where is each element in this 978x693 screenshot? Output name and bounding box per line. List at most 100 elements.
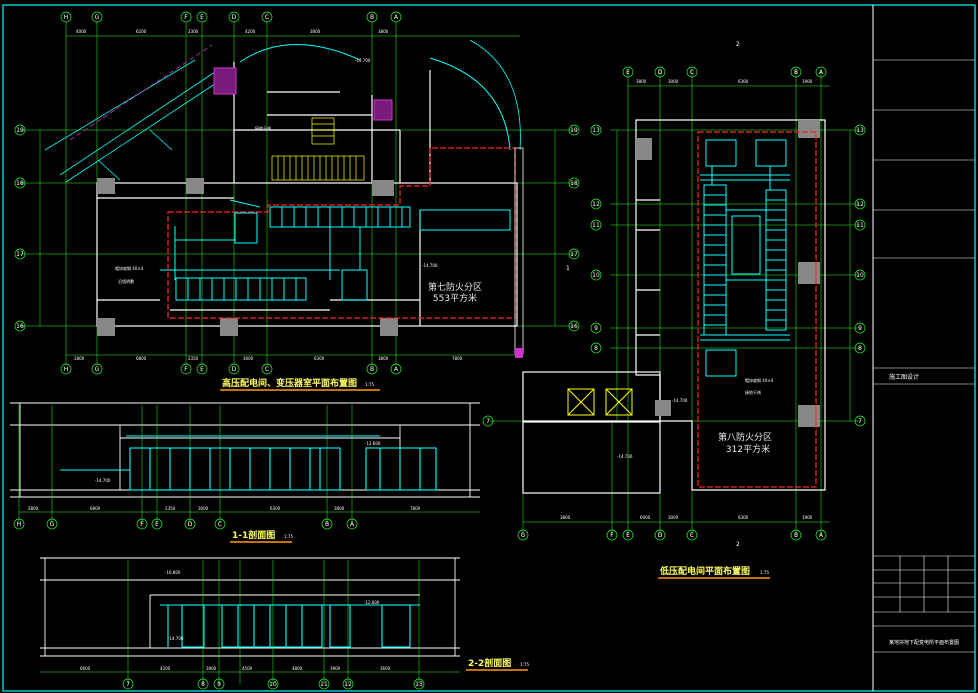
hv-elevation-top: -14.700 xyxy=(355,58,371,63)
axis-label: 11 xyxy=(856,222,864,229)
hv-walls xyxy=(96,62,518,327)
lv-columns xyxy=(636,120,820,427)
dim-text: 3800 xyxy=(334,506,345,511)
lv-note: 镀锌扁钢 40×4 xyxy=(745,377,774,383)
axis-label: 8 xyxy=(594,345,598,352)
lv-axis-lines xyxy=(490,70,860,535)
axis-label: B xyxy=(794,532,798,539)
axis-label: 16 xyxy=(16,323,24,330)
dim-text: 6600 xyxy=(80,666,91,671)
axis-label: 7 xyxy=(858,418,862,425)
axis-label: 10 xyxy=(856,272,864,279)
s22-equipment xyxy=(160,604,420,648)
axis-label: 7 xyxy=(126,681,130,688)
axis-label: 8 xyxy=(201,681,205,688)
s22-scale: 1:75 xyxy=(520,662,529,667)
axis-label: E xyxy=(626,532,630,539)
lv-plan-scale: 1:75 xyxy=(760,570,769,575)
axis-label: E xyxy=(200,366,204,373)
s11-frame xyxy=(10,402,480,498)
axis-label: A xyxy=(394,366,399,373)
s11-elevation: -12.600 xyxy=(365,441,381,446)
lv-zone-name: 第八防火分区 xyxy=(718,431,772,443)
axis-label: 11 xyxy=(320,681,328,688)
hv-elevation: -14.700 xyxy=(422,263,438,268)
axis-label: 8 xyxy=(858,345,862,352)
hv-switchgear xyxy=(160,199,511,301)
axis-label: C xyxy=(690,532,694,539)
axis-label: 12 xyxy=(592,201,600,208)
dim-text: 3800 xyxy=(378,356,389,361)
lv-plan-title: 低压配电间平面布置图 xyxy=(659,565,750,577)
dim-text: 3900 xyxy=(330,666,341,671)
axis-label: C xyxy=(690,69,694,76)
axis-label: D xyxy=(188,521,193,528)
dim-text: 7800 xyxy=(452,356,463,361)
axis-label: B xyxy=(325,521,329,528)
hv-axis-bubbles xyxy=(14,11,580,375)
dim-text: 3900 xyxy=(206,666,217,671)
axis-label: E xyxy=(200,14,204,21)
axis-label: B xyxy=(370,366,374,373)
axis-label: C xyxy=(218,521,222,528)
s22-elevation: -10.800 xyxy=(165,570,181,575)
axis-label: D xyxy=(232,14,237,21)
hv-curved-wall xyxy=(239,44,361,63)
s11-equipment xyxy=(60,435,437,491)
axis-label: 19 xyxy=(570,127,578,134)
axis-label: 12 xyxy=(344,681,352,688)
hv-stairs xyxy=(271,117,365,181)
dim-text: 6300 xyxy=(738,515,749,520)
axis-label: 17 xyxy=(570,251,578,258)
lv-axis-labels: E D C B A G F E D C B A 13 12 11 10 9 8 … xyxy=(486,69,864,539)
axis-label: G xyxy=(95,366,100,373)
s22-axis-bubbles: 7 8 9 10 11 12 13 6600 4200 3900 4500 48… xyxy=(80,570,425,690)
dim-text: 6300 xyxy=(314,356,325,361)
axis-label: H xyxy=(64,366,69,373)
dim-text: 1900 xyxy=(802,79,813,84)
dim-text: 3800 xyxy=(560,515,571,520)
dim-text: 6300 xyxy=(738,79,749,84)
lv-fire-zone-boundary xyxy=(697,131,817,488)
axis-label: 18 xyxy=(570,180,578,187)
hv-vertical-bar xyxy=(514,147,524,358)
dim-text: 6800 xyxy=(90,506,101,511)
lv-section-mark-bottom: 2 xyxy=(736,541,740,548)
axis-label: D xyxy=(658,532,663,539)
axis-label: 19 xyxy=(16,127,24,134)
axis-label: F xyxy=(184,366,188,373)
dim-text: 2350 xyxy=(188,356,199,361)
axis-label: G xyxy=(50,521,55,528)
dim-text: 3600 xyxy=(380,666,391,671)
lv-zone-area: 312平方米 xyxy=(726,443,770,455)
hv-columns xyxy=(97,178,398,336)
hv-note: 沿墙明敷 xyxy=(118,278,134,284)
dim-text: 4200 xyxy=(245,29,256,34)
lv-equipment xyxy=(700,139,790,377)
s22-grid xyxy=(40,560,460,684)
s11-title: 1-1剖面图 xyxy=(232,529,275,541)
lv-walls xyxy=(522,119,826,494)
axis-label: B xyxy=(794,69,798,76)
lv-elevators xyxy=(567,388,633,416)
s11-axis-bubbles: H G F E D C B A 2800 6800 2350 3000 6300… xyxy=(13,441,421,530)
axis-label: H xyxy=(17,521,22,528)
axis-label: F xyxy=(140,521,144,528)
axis-label: 16 xyxy=(570,323,578,330)
axis-label: H xyxy=(64,14,69,21)
dim-text: 4200 xyxy=(160,666,171,671)
dim-text: 3000 xyxy=(668,515,679,520)
hv-section-mark: 1 xyxy=(566,265,570,272)
hv-note: 接地干线 xyxy=(255,125,271,131)
axis-label: 18 xyxy=(16,180,24,187)
axis-label: D xyxy=(232,366,237,373)
axis-label: 9 xyxy=(594,325,598,332)
hv-ramp-magenta-line xyxy=(69,44,213,141)
lv-note: 接地干线 xyxy=(745,389,761,395)
dim-text: 2800 xyxy=(28,506,39,511)
axis-label: 7 xyxy=(486,418,490,425)
hv-shaft-2 xyxy=(373,99,393,121)
sheet-frame xyxy=(2,4,976,692)
title-block-drawing-name: 某地块地下配变电所平面布置图 xyxy=(889,639,959,646)
